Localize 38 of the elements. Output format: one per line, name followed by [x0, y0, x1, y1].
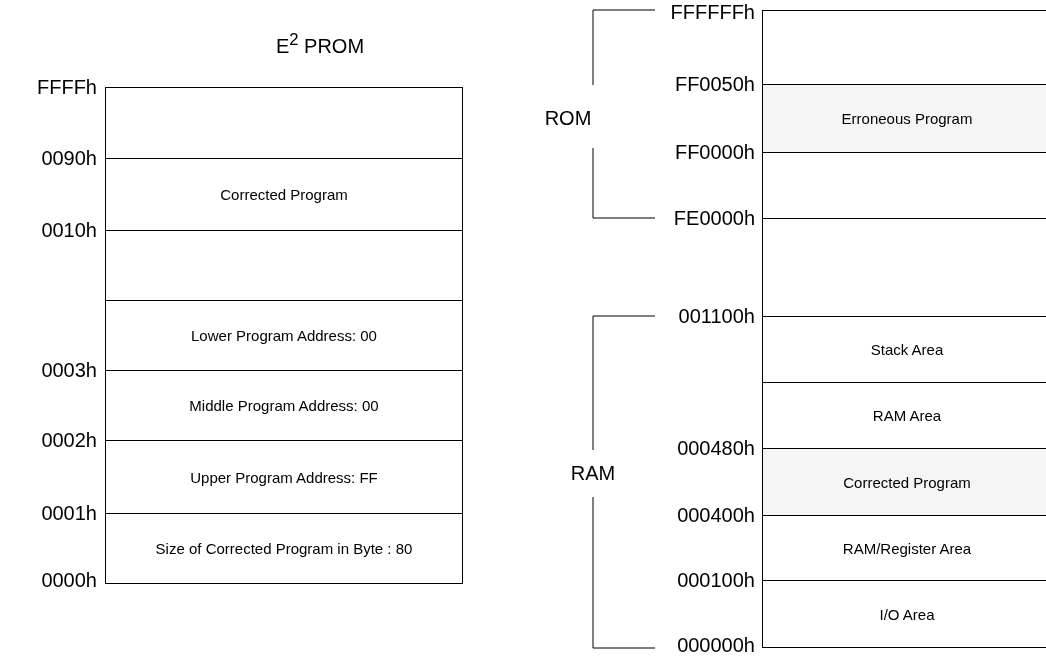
segment-label: Stack Area	[869, 341, 945, 358]
memory-segment	[105, 158, 463, 231]
address-label: 000100h	[677, 568, 755, 592]
address-label: 000400h	[677, 503, 755, 527]
segment-label: Corrected Program	[842, 473, 972, 491]
memory-segment	[105, 513, 463, 584]
memory-segment	[105, 440, 463, 514]
memory-segment	[105, 87, 463, 159]
address-label: FF0000h	[674, 140, 755, 164]
address-label: 0003h	[41, 358, 97, 382]
memory-segment	[762, 448, 1046, 516]
address-label: 000480h	[677, 436, 755, 460]
segment-label: Lower Program Address: 00	[190, 327, 378, 344]
segment-label: Upper Program Address: FF	[189, 468, 379, 486]
segment-label: RAM Area	[871, 407, 943, 424]
address-label: FFFFFFh	[670, 0, 755, 24]
segment-label: Middle Program Address: 00	[188, 397, 380, 414]
segment-label: RAM/Register Area	[841, 539, 973, 557]
memory-segment	[105, 300, 463, 371]
address-label: 0002h	[41, 428, 97, 452]
memory-segment	[762, 84, 1046, 153]
address-label: 0010h	[41, 218, 97, 242]
address-label: FFFFh	[37, 75, 97, 99]
memory-segment	[105, 370, 463, 441]
heading: E$^{2}$ PROM	[275, 29, 365, 58]
memory-segment	[762, 580, 1046, 648]
segment-label: Erroneous Program	[840, 110, 974, 127]
address-label: FE0000h	[673, 206, 755, 230]
memory-segment	[105, 230, 463, 301]
address-label: 0000h	[41, 568, 97, 592]
segment-label: Corrected Program	[219, 186, 349, 203]
address-label: 000000h	[677, 633, 755, 657]
address-label: 0001h	[41, 501, 97, 525]
segment-label: Size of Corrected Program in Byte : 80	[154, 540, 414, 557]
segment-label: I/O Area	[878, 605, 936, 623]
address-label: FF0050h	[674, 72, 755, 96]
address-label: 0090h	[41, 146, 97, 170]
address-label: 001100h	[678, 304, 755, 328]
